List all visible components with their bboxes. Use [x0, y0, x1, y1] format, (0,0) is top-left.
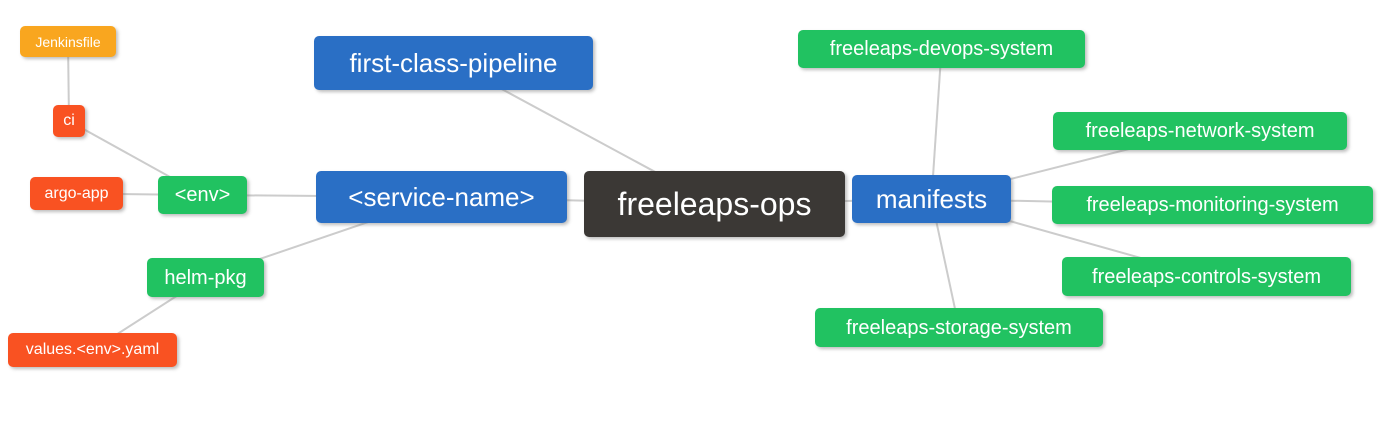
node-label: freeleaps-network-system [1085, 120, 1315, 142]
node-label: values.<env>.yaml [25, 341, 160, 358]
node-argo-app[interactable]: argo-app [30, 177, 123, 210]
node-devops-system[interactable]: freeleaps-devops-system [798, 30, 1085, 68]
node-label: freeleaps-monitoring-system [1086, 194, 1339, 216]
node-label: freeleaps-storage-system [846, 316, 1072, 339]
node-storage-system[interactable]: freeleaps-storage-system [815, 308, 1103, 347]
node-controls-system[interactable]: freeleaps-controls-system [1062, 257, 1351, 296]
node-label: freeleaps-devops-system [829, 38, 1054, 60]
node-monitoring-system[interactable]: freeleaps-monitoring-system [1052, 186, 1373, 224]
edge-manifests-devops-system [930, 48, 943, 200]
node-first-class-pipeline[interactable]: first-class-pipeline [314, 36, 593, 90]
node-service-name[interactable]: <service-name> [316, 171, 567, 223]
node-label: <service-name> [348, 182, 535, 212]
node-label: Jenkinsfile [35, 33, 101, 50]
node-label: first-class-pipeline [349, 48, 558, 78]
node-ci[interactable]: ci [53, 105, 85, 137]
node-label: <env> [174, 184, 231, 206]
node-label: argo-app [44, 184, 109, 202]
node-env[interactable]: <env> [158, 176, 247, 214]
node-helm-pkg[interactable]: helm-pkg [147, 258, 264, 297]
node-freeleaps-ops[interactable]: freeleaps-ops [584, 171, 845, 237]
node-network-system[interactable]: freeleaps-network-system [1053, 112, 1347, 150]
node-label: manifests [875, 184, 988, 214]
node-manifests[interactable]: manifests [852, 175, 1011, 223]
node-jenkinsfile[interactable]: Jenkinsfile [20, 26, 116, 57]
node-label: freeleaps-controls-system [1092, 265, 1321, 288]
node-label: helm-pkg [164, 266, 247, 289]
node-label: ci [63, 112, 75, 129]
node-values-env-yaml[interactable]: values.<env>.yaml [8, 333, 177, 367]
node-label: freeleaps-ops [617, 186, 812, 222]
